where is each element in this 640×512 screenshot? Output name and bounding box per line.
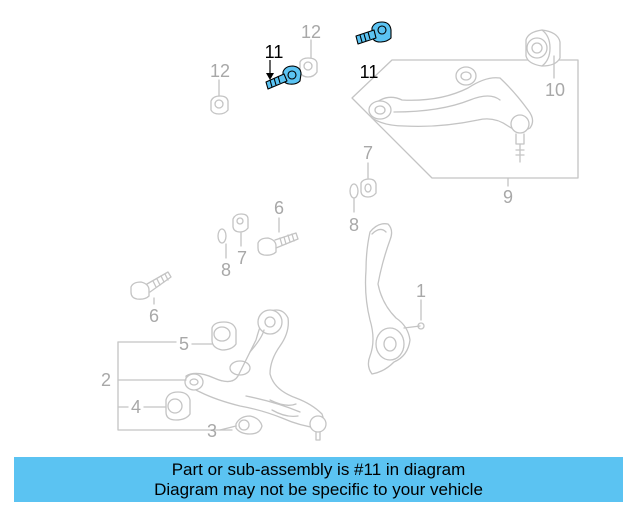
callout-12-top: 12	[301, 22, 321, 42]
callout-8-lower: 8	[221, 260, 231, 280]
callout-11-left: 11	[265, 42, 284, 62]
washer-8-upper	[349, 183, 359, 199]
nut-12-top	[299, 57, 318, 78]
banner-line-disclaimer: Diagram may not be specific to your vehi…	[154, 480, 483, 499]
bolt-6-lower	[130, 271, 172, 300]
nut-7-lower	[232, 213, 249, 233]
bolt-6-upper	[257, 232, 299, 256]
nut-12-left	[210, 95, 229, 115]
callout-11-top: 11	[360, 62, 379, 82]
nut-7-upper	[360, 178, 377, 198]
bolt-11-left	[265, 65, 302, 90]
callout-7-lower: 7	[237, 248, 247, 268]
callout-10: 10	[545, 80, 565, 100]
callout-2: 2	[101, 370, 111, 390]
upper-control-arm	[368, 66, 534, 163]
bushing-5	[211, 321, 237, 351]
bracket-lower-arm	[117, 341, 233, 431]
bolt-11-top	[355, 21, 392, 45]
callout-6-upper: 6	[274, 198, 284, 218]
callout-3: 3	[207, 421, 217, 441]
leader-11-left	[266, 60, 274, 80]
callout-9: 9	[503, 187, 513, 207]
callout-7-upper: 7	[363, 143, 373, 163]
info-banner: Part or sub-assembly is #11 in diagram D…	[14, 457, 623, 502]
callout-1: 1	[416, 281, 426, 301]
callout-8-upper: 8	[349, 215, 359, 235]
washer-8-lower	[217, 228, 227, 244]
lower-control-arm	[184, 309, 327, 441]
callout-4: 4	[131, 397, 141, 417]
leader-3	[219, 425, 237, 431]
bushing-4	[165, 391, 191, 421]
callout-12-left: 12	[210, 61, 230, 81]
steering-knuckle	[364, 223, 425, 375]
callout-6-lower: 6	[149, 306, 159, 326]
bushing-3	[235, 415, 263, 435]
banner-line-part-number: Part or sub-assembly is #11 in diagram	[171, 460, 466, 479]
callout-5: 5	[179, 334, 189, 354]
bushing-10	[525, 29, 561, 67]
